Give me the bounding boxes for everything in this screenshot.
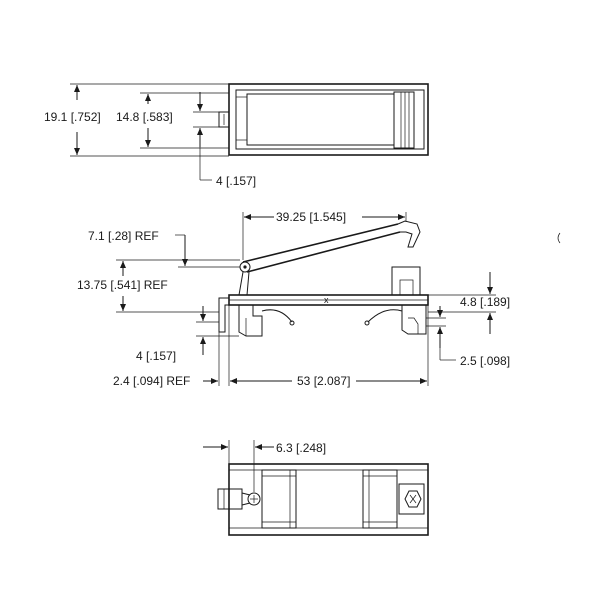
dim-top-height: 19.1 [.752] xyxy=(44,110,101,124)
bottom-left-slot xyxy=(261,469,297,529)
edge-mark xyxy=(557,232,561,244)
side-view: x 39.25 [1.545] xyxy=(77,210,510,388)
screw-icon xyxy=(404,490,422,508)
dim-base-height: 4.8 [.189] xyxy=(460,295,510,309)
dim-clip-gap: 2.5 [.098] xyxy=(460,354,510,368)
side-lever xyxy=(238,220,421,296)
center-mark: x xyxy=(324,295,329,305)
dim-bottom-offset: 6.3 [.248] xyxy=(276,441,326,455)
top-slider xyxy=(393,91,415,149)
bottom-left-tab xyxy=(217,488,243,510)
bottom-right-slot xyxy=(362,469,398,529)
dim-top-inner: 14.8 [.583] xyxy=(116,110,173,124)
top-view: 19.1 [.752] 14.8 [.583] 4 [.157] xyxy=(44,83,429,188)
top-body-outline xyxy=(228,83,429,156)
bottom-body-outline xyxy=(228,463,429,536)
side-right-foot xyxy=(401,305,427,335)
top-side-tab xyxy=(218,111,230,128)
bottom-screw-pad xyxy=(398,483,425,515)
dim-pivot-height: 7.1 [.28] REF xyxy=(88,229,159,243)
dim-top-tab: 4 [.157] xyxy=(216,174,256,188)
side-latch-block xyxy=(391,266,421,296)
dim-side-length: 53 [2.087] xyxy=(297,374,350,388)
bottom-view: 6.3 [.248] xyxy=(203,440,429,536)
side-spring-left xyxy=(261,309,293,323)
side-left-foot xyxy=(238,305,263,337)
top-window xyxy=(246,93,395,146)
side-left-hook xyxy=(218,297,229,333)
dim-total-height: 13.75 [.541] REF xyxy=(77,278,168,292)
dim-hook-offset: 2.4 [.094] REF xyxy=(113,374,190,388)
side-spring-right xyxy=(367,309,403,323)
dim-lever-span: 39.25 [1.545] xyxy=(276,210,346,224)
dim-foot-height: 4 [.157] xyxy=(136,349,176,363)
bottom-pin xyxy=(247,492,261,506)
top-inner-frame xyxy=(235,89,425,150)
